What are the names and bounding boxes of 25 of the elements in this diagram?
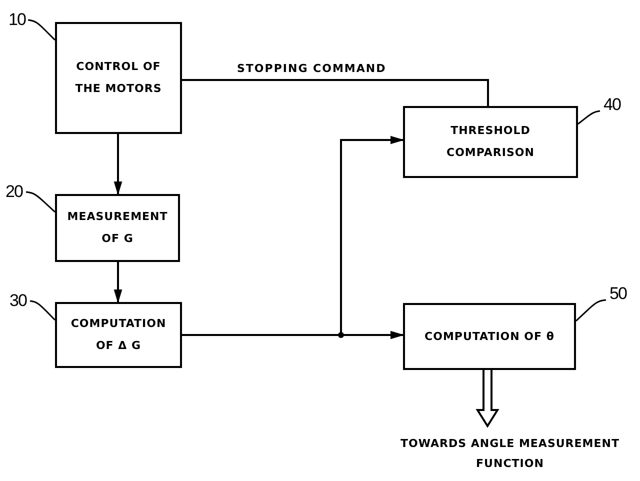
process-box xyxy=(55,22,182,134)
box-label: THRESHOLD COMPARISON xyxy=(446,123,536,161)
process-box xyxy=(403,303,576,370)
leader-line xyxy=(577,110,601,125)
leader-line xyxy=(575,299,607,322)
process-box xyxy=(403,106,578,178)
reference-number: 10 xyxy=(8,10,26,30)
reference-number: 50 xyxy=(610,284,626,304)
box-label: CONTROL OF THE MOTORS xyxy=(74,59,163,97)
leader-line xyxy=(25,191,56,213)
hollow-arrow xyxy=(476,369,500,428)
reference-number: 40 xyxy=(604,95,620,115)
process-box xyxy=(55,302,182,368)
connector-line xyxy=(182,79,489,106)
box-label: COMPUTATION OF θ xyxy=(424,328,556,344)
box-label: COMPUTATION OF Δ G xyxy=(70,316,168,354)
leader-line xyxy=(27,19,56,41)
reference-number: 30 xyxy=(10,291,26,311)
arrow xyxy=(114,262,122,304)
reference-number: 20 xyxy=(6,182,22,202)
output-label: TOWARDS ANGLE MEASUREMENT FUNCTION xyxy=(400,436,620,472)
arrow xyxy=(114,134,122,196)
leader-line xyxy=(29,300,56,321)
box-label: MEASUREMENT OF G xyxy=(66,209,169,247)
process-box xyxy=(55,194,180,262)
